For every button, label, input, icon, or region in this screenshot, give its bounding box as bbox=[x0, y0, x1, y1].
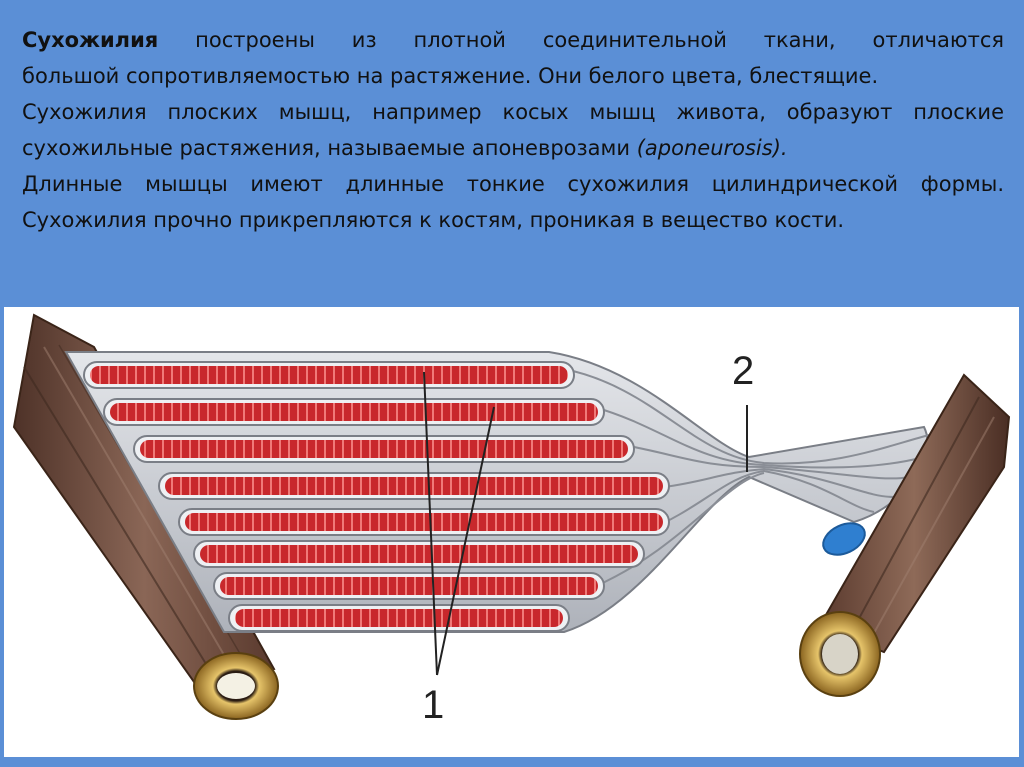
right-bone-cavity bbox=[822, 634, 858, 674]
term-tendons: Сухожилия bbox=[22, 28, 158, 52]
paragraph2-line2-text: сухожильные растяжения, называемые апоне… bbox=[22, 136, 637, 160]
aponeurosis-term: (aponeurosis). bbox=[637, 136, 788, 160]
paragraph2-line2: сухожильные растяжения, называемые апоне… bbox=[22, 130, 1004, 166]
muscle-bundle-5 bbox=[185, 513, 663, 531]
muscle-tendon-figure: 1 2 bbox=[4, 307, 1019, 757]
muscle-bundle-8 bbox=[235, 609, 563, 627]
muscle-bundle-2 bbox=[110, 403, 598, 421]
paragraph2-line1: Сухожилия плоских мышц, например косых м… bbox=[22, 94, 1004, 130]
label-muscle-bundles: 1 bbox=[422, 685, 444, 725]
paragraph1-line1: Сухожилия построены из плотной соедините… bbox=[22, 22, 1004, 58]
left-bone-cavity bbox=[217, 673, 255, 699]
paragraph1-line2: большой сопротивляемостью на растяжение.… bbox=[22, 58, 1004, 94]
muscle-bundle-1 bbox=[90, 366, 568, 384]
muscle-bundle-6 bbox=[200, 545, 638, 563]
muscle-bundle-7 bbox=[220, 577, 598, 595]
muscle-bundle-3 bbox=[140, 440, 628, 458]
anatomy-illustration bbox=[4, 307, 1019, 757]
paragraph3-line1: Длинные мышцы имеют длинные тонкие сухож… bbox=[22, 166, 1004, 202]
paragraph3-line2: Сухожилия прочно прикрепляются к костям,… bbox=[22, 202, 1004, 238]
paragraph1-line1-rest: построены из плотной соединительной ткан… bbox=[158, 28, 1004, 52]
label-tendon: 2 bbox=[732, 351, 754, 391]
text-block: Сухожилия построены из плотной соедините… bbox=[22, 22, 1004, 238]
muscle-bundle-4 bbox=[165, 477, 663, 495]
